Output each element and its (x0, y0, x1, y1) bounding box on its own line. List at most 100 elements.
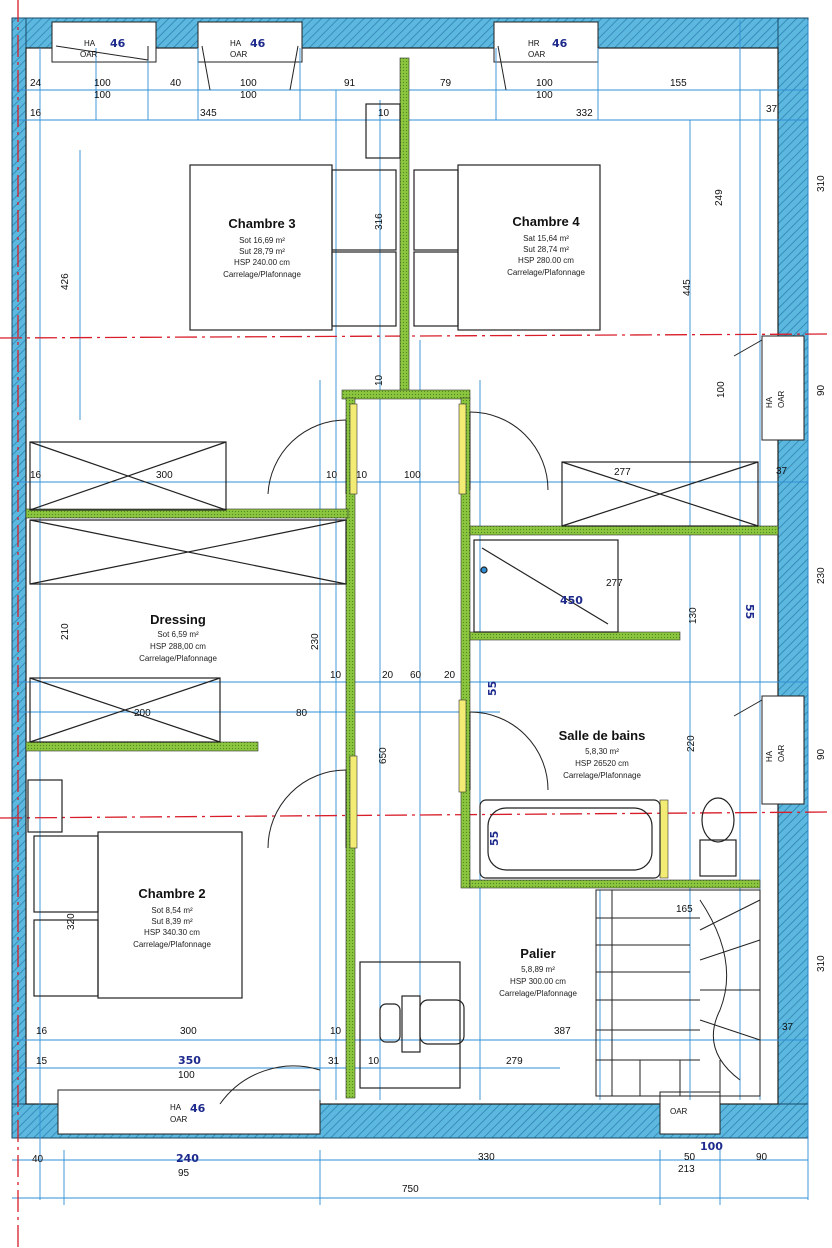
window-openings (51, 21, 805, 1135)
room-info: HSP 300.00 cm (510, 977, 566, 986)
room-name: Dressing (150, 612, 206, 627)
room-name: Chambre 3 (228, 216, 295, 231)
window-label: OAR (528, 50, 546, 59)
room-name: Palier (520, 946, 555, 961)
dim-text: 130 (688, 607, 699, 624)
room-chambre4: Chambre 4 Sat 15,64 m² Sut 28,74 m² HSP … (507, 214, 585, 277)
door-swings (55, 45, 763, 1105)
room-info: Carrelage/Plafonnage (507, 268, 585, 277)
dimension-lines (12, 20, 809, 1205)
room-info: Sat 15,64 m² (523, 234, 569, 243)
shower (473, 539, 619, 633)
dim-text: 300 (156, 470, 173, 481)
window-label: HA (765, 750, 774, 762)
window-label: OAR (170, 1115, 188, 1124)
window-handnote: 46 (190, 1102, 206, 1115)
dim-text: 750 (402, 1184, 419, 1195)
dim-text: 37 (776, 466, 788, 477)
dim-text: 387 (554, 1026, 571, 1037)
dim-text: 10 (374, 374, 385, 386)
room-info: Sot 6,59 m² (157, 630, 199, 639)
room-info: 5,8,89 m² (521, 965, 555, 974)
room-info: Carrelage/Plafonnage (139, 654, 217, 663)
dim-text: 277 (606, 578, 623, 589)
wardrobe-3 (29, 677, 221, 743)
room-info: Sot 16,69 m² (239, 236, 285, 245)
dim-text: 100 (240, 78, 257, 89)
room-info: Carrelage/Plafonnage (499, 989, 577, 998)
dim-text: 37 (766, 104, 778, 115)
room-info: HSP 240.00 cm (234, 258, 290, 267)
room-info: HSP 340.30 cm (144, 928, 200, 937)
dim-text: 210 (60, 623, 71, 640)
room-info: HSP 26520 cm (575, 759, 629, 768)
dim-text: 230 (310, 633, 321, 650)
dim-text: 100 (404, 470, 421, 481)
dim-text: 310 (816, 955, 827, 972)
dim-text: 100 (700, 1140, 723, 1153)
dim-text: 10 (356, 470, 368, 481)
dim-text: 277 (614, 467, 631, 478)
window-label: HA (765, 396, 774, 408)
dimension-texts-middle: 16 300 10 100 10 277 37 10 20 60 20 277 … (30, 466, 788, 719)
handnote: 55 (743, 604, 756, 619)
room-name: Salle de bains (559, 728, 646, 743)
dim-text: 10 (330, 670, 342, 681)
room-info: HSP 280.00 cm (518, 256, 574, 265)
dim-text: 426 (60, 273, 71, 290)
room-chambre2: Chambre 2 Sot 8,54 m² Sut 8,39 m² HSP 34… (133, 886, 211, 949)
dim-text: 16 (36, 1026, 48, 1037)
dim-text: 15 (36, 1056, 48, 1067)
room-name: Chambre 4 (512, 214, 580, 229)
room-info: Carrelage/Plafonnage (563, 771, 641, 780)
dim-text: 650 (378, 747, 389, 764)
dim-text: 249 (714, 189, 725, 206)
window-handnote: 46 (250, 37, 266, 50)
dim-text: 10 (378, 108, 390, 119)
room-salle-de-bains: Salle de bains 5,8,30 m² HSP 26520 cm Ca… (559, 728, 646, 780)
window-labels: HA OAR 46 HA OAR 46 HR OAR 46 HA OAR 46 … (80, 37, 786, 1124)
handnote: 55 (486, 681, 499, 696)
window-label: OAR (80, 50, 98, 59)
dim-text: 95 (178, 1168, 190, 1179)
window-handnote: 46 (110, 37, 126, 50)
room-name: Chambre 2 (138, 886, 205, 901)
dim-text: 91 (344, 78, 356, 89)
bed-chambre2 (97, 831, 243, 999)
room-info: Carrelage/Plafonnage (223, 270, 301, 279)
toilet (701, 797, 735, 843)
dim-text: 100 (94, 90, 111, 101)
dim-text: 31 (328, 1056, 340, 1067)
handnote: 55 (488, 831, 501, 846)
dim-text: 230 (816, 567, 827, 584)
room-dressing: Dressing Sot 6,59 m² HSP 288,00 cm Carre… (139, 612, 217, 663)
wardrobe-4 (561, 461, 759, 527)
window-label: HA (230, 39, 242, 48)
dim-text: 16 (30, 470, 42, 481)
dim-text: 16 (30, 108, 42, 119)
staircase (595, 889, 761, 1097)
window-label: OAR (777, 390, 786, 408)
dim-text: 10 (326, 470, 338, 481)
dim-text: 90 (756, 1152, 768, 1163)
dim-text: 37 (782, 1022, 794, 1033)
bathtub (479, 799, 661, 879)
wardrobe-1 (29, 441, 227, 511)
dimension-texts-top: 24 100 100 40 100 100 91 79 100 100 155 … (30, 78, 778, 119)
window-label: OAR (777, 744, 786, 762)
dim-text: 20 (382, 670, 394, 681)
dim-text: 240 (176, 1152, 199, 1165)
room-info: Sut 8,39 m² (151, 917, 193, 926)
dim-text: 100 (94, 78, 111, 89)
handnote: 450 (560, 594, 583, 607)
dim-text: 165 (676, 904, 693, 915)
dim-text: 100 (536, 90, 553, 101)
dim-text: 100 (716, 381, 727, 398)
handwritten-notes: 450 55 55 55 (486, 594, 756, 846)
window-label: OAR (670, 1107, 688, 1116)
room-chambre3: Chambre 3 Sot 16,69 m² Sut 28,79 m² HSP … (223, 216, 301, 279)
dim-text: 310 (816, 175, 827, 192)
dim-text: 345 (200, 108, 217, 119)
